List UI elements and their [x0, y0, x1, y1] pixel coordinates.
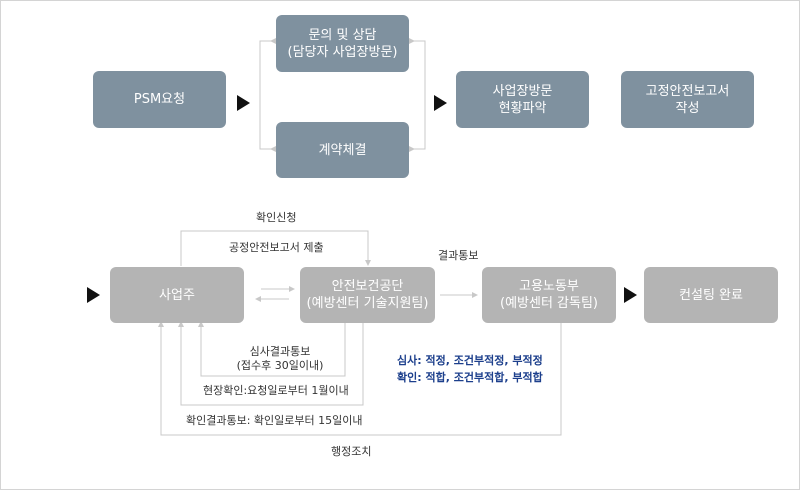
box-contract: 계약체결 — [276, 122, 409, 178]
bracket-right — [409, 40, 426, 150]
arrow-start — [87, 287, 100, 303]
label-confirm-types: 확인: 적합, 조건부적합, 부적합 — [397, 371, 543, 384]
box-moel: 고용노동부 (예방센터 감독팀) — [482, 267, 616, 323]
box-site-visit: 사업장방문 현황파악 — [456, 71, 589, 128]
loop-onsite — [180, 322, 364, 406]
label-confirm-request: 확인신청 — [256, 211, 297, 224]
arrow-to-sitevisit — [434, 95, 447, 111]
loop-confirm-request — [180, 230, 369, 266]
loop-review-notice — [200, 322, 346, 377]
box-business-owner: 사업주 — [110, 267, 244, 323]
box-report: 고정안전보고서 작성 — [621, 71, 754, 128]
label-result-notice: 결과통보 — [438, 249, 479, 262]
box-kosha: 안전보건공단 (예방센터 기술지원팀) — [300, 267, 435, 323]
box-psm-request: PSM요청 — [93, 71, 226, 128]
arrow-psm-to-inquiry — [237, 95, 250, 111]
box-complete: 컨설팅 완료 — [644, 267, 778, 323]
label-review-types: 심사: 적정, 조건부적정, 부적정 — [397, 354, 543, 367]
label-confirm-notice: 확인결과통보: 확인일로부터 15일이내 — [186, 414, 363, 427]
label-onsite-check: 현장확인:요청일로부터 1월이내 — [203, 384, 349, 397]
label-report-submit: 공정안전보고서 제출 — [229, 241, 324, 254]
bracket-left — [259, 40, 276, 150]
box-inquiry: 문의 및 상담 (담당자 사업장방문) — [276, 15, 409, 72]
label-review-notice: 심사결과통보 (접수후 30일이내) — [236, 345, 324, 372]
loop-confirm-notice — [160, 322, 562, 436]
arrow-to-complete — [624, 287, 637, 303]
label-admin-action: 행정조치 — [331, 445, 372, 458]
